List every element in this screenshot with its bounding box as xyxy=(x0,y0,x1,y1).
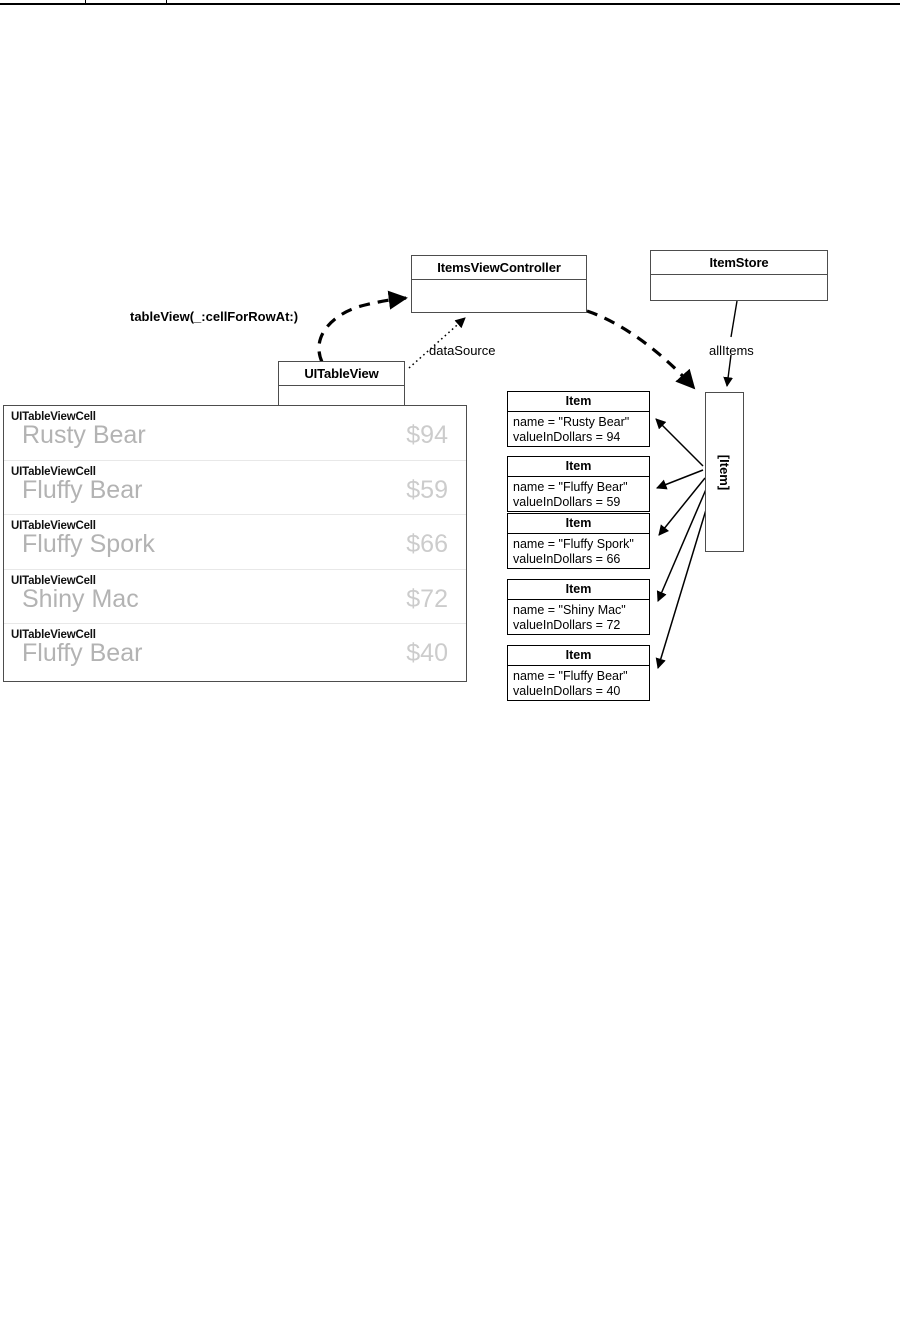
object-attr-name: name = "Shiny Mac" xyxy=(513,602,626,617)
cell-item-price: $59 xyxy=(406,475,448,504)
edge-label-table-view-cell-for-row-at: tableView(_:cellForRowAt:) xyxy=(130,309,299,324)
table-row[interactable]: UITableViewCell Fluffy Bear $59 xyxy=(4,460,466,515)
object-title-item-shiny-mac: Item xyxy=(508,580,649,600)
object-box-item-fluffy-spork: Item name = "Fluffy Spork" valueInDollar… xyxy=(507,513,650,569)
edge-table-view-cell-for-row-at xyxy=(317,290,408,363)
object-attr-value: valueInDollars = 72 xyxy=(513,618,621,633)
cell-class-label: UITableViewCell xyxy=(11,465,96,478)
cell-class-label: UITableViewCell xyxy=(11,520,96,532)
array-box-item: [Item] xyxy=(705,392,744,552)
class-box-item-store: ItemStore xyxy=(650,250,828,301)
object-title-item-fluffy-bear-40: Item xyxy=(508,646,649,666)
edge-array-to-item-1 xyxy=(655,418,704,467)
edge-array-to-item-5 xyxy=(655,489,713,670)
class-title-items-view-controller: ItemsViewController xyxy=(412,256,586,280)
cell-class-label: UITableViewCell xyxy=(11,411,96,423)
class-title-ui-table-view: UITableView xyxy=(279,362,404,386)
page-top-tick-1 xyxy=(85,0,86,4)
cell-class-label: UITableViewCell xyxy=(11,629,96,641)
edge-all-items-arrow xyxy=(723,354,733,387)
object-attr-name: name = "Fluffy Spork" xyxy=(513,536,634,551)
object-attr-value: valueInDollars = 94 xyxy=(513,430,621,445)
cell-item-name: Fluffy Bear xyxy=(22,639,143,667)
edge-label-data-source: dataSource xyxy=(429,343,496,358)
edge-label-all-items: allItems xyxy=(709,343,754,358)
object-attrs-item-rusty-bear: name = "Rusty Bear" valueInDollars = 94 xyxy=(508,412,649,450)
object-attrs-item-shiny-mac: name = "Shiny Mac" valueInDollars = 72 xyxy=(508,600,649,638)
edge-all-items xyxy=(730,300,738,338)
table-view-screenshot[interactable]: UITableViewCell Rusty Bear $94 UITableVi… xyxy=(3,405,467,682)
array-box-label: [Item] xyxy=(716,454,732,490)
page-top-rule xyxy=(0,3,900,5)
edge-array-to-item-3 xyxy=(658,477,706,536)
cell-item-price: $40 xyxy=(406,639,448,667)
cell-item-name: Rusty Bear xyxy=(22,421,146,449)
page-top-tick-2 xyxy=(166,0,167,4)
class-box-items-view-controller: ItemsViewController xyxy=(411,255,587,313)
object-attr-name: name = "Fluffy Bear" xyxy=(513,479,628,494)
table-row[interactable]: UITableViewCell Fluffy Spork $66 xyxy=(4,515,466,570)
edge-array-to-item-2 xyxy=(656,469,704,490)
table-row[interactable]: UITableViewCell Fluffy Bear $40 xyxy=(4,624,466,679)
table-row[interactable]: UITableViewCell Shiny Mac $72 xyxy=(4,569,466,624)
cell-item-price: $66 xyxy=(406,530,448,558)
object-box-item-rusty-bear: Item name = "Rusty Bear" valueInDollars … xyxy=(507,391,650,447)
cell-item-price: $94 xyxy=(406,421,448,449)
cell-item-name: Fluffy Bear xyxy=(22,475,143,504)
object-attr-name: name = "Fluffy Bear" xyxy=(513,668,628,683)
object-attrs-item-fluffy-spork: name = "Fluffy Spork" valueInDollars = 6… xyxy=(508,534,649,572)
cell-class-label: UITableViewCell xyxy=(11,574,96,587)
object-attrs-item-fluffy-bear-59: name = "Fluffy Bear" valueInDollars = 59 xyxy=(508,477,649,515)
object-title-item-rusty-bear: Item xyxy=(508,392,649,412)
object-attr-value: valueInDollars = 59 xyxy=(513,495,621,510)
object-attrs-item-fluffy-bear-40: name = "Fluffy Bear" valueInDollars = 40 xyxy=(508,666,649,704)
object-attr-name: name = "Rusty Bear" xyxy=(513,414,630,429)
object-title-item-fluffy-spork: Item xyxy=(508,514,649,534)
object-title-item-fluffy-bear-59: Item xyxy=(508,457,649,477)
cell-item-price: $72 xyxy=(406,584,448,613)
edge-array-to-item-4 xyxy=(656,486,708,602)
object-attr-value: valueInDollars = 40 xyxy=(513,684,621,699)
object-box-item-fluffy-bear-59: Item name = "Fluffy Bear" valueInDollars… xyxy=(507,456,650,512)
cell-item-name: Shiny Mac xyxy=(22,584,139,613)
edge-controller-to-item-array xyxy=(586,309,696,390)
class-title-item-store: ItemStore xyxy=(651,251,827,275)
object-box-item-fluffy-bear-40: Item name = "Fluffy Bear" valueInDollars… xyxy=(507,645,650,701)
object-box-item-shiny-mac: Item name = "Shiny Mac" valueInDollars =… xyxy=(507,579,650,635)
table-row[interactable]: UITableViewCell Rusty Bear $94 xyxy=(4,406,466,461)
object-attr-value: valueInDollars = 66 xyxy=(513,552,621,567)
cell-item-name: Fluffy Spork xyxy=(22,530,155,558)
